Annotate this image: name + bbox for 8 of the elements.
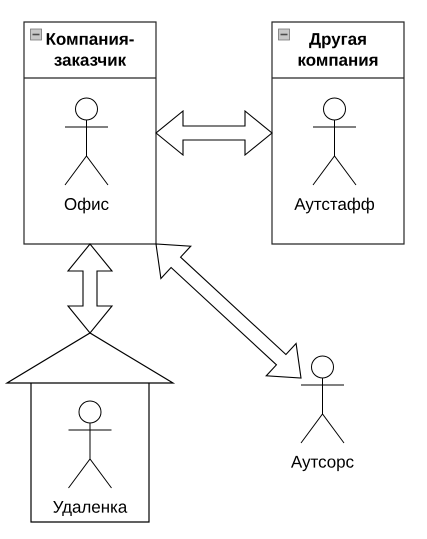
person-label: Аутстафф [294,198,374,214]
person-label: Удаленка [53,500,128,516]
house-shape [6,332,174,523]
person-label: Аутсорс [290,456,354,472]
person-label: Офис [64,198,109,214]
block-arrow [66,243,114,334]
block-arrow [155,243,302,379]
block-arrow [155,110,273,156]
